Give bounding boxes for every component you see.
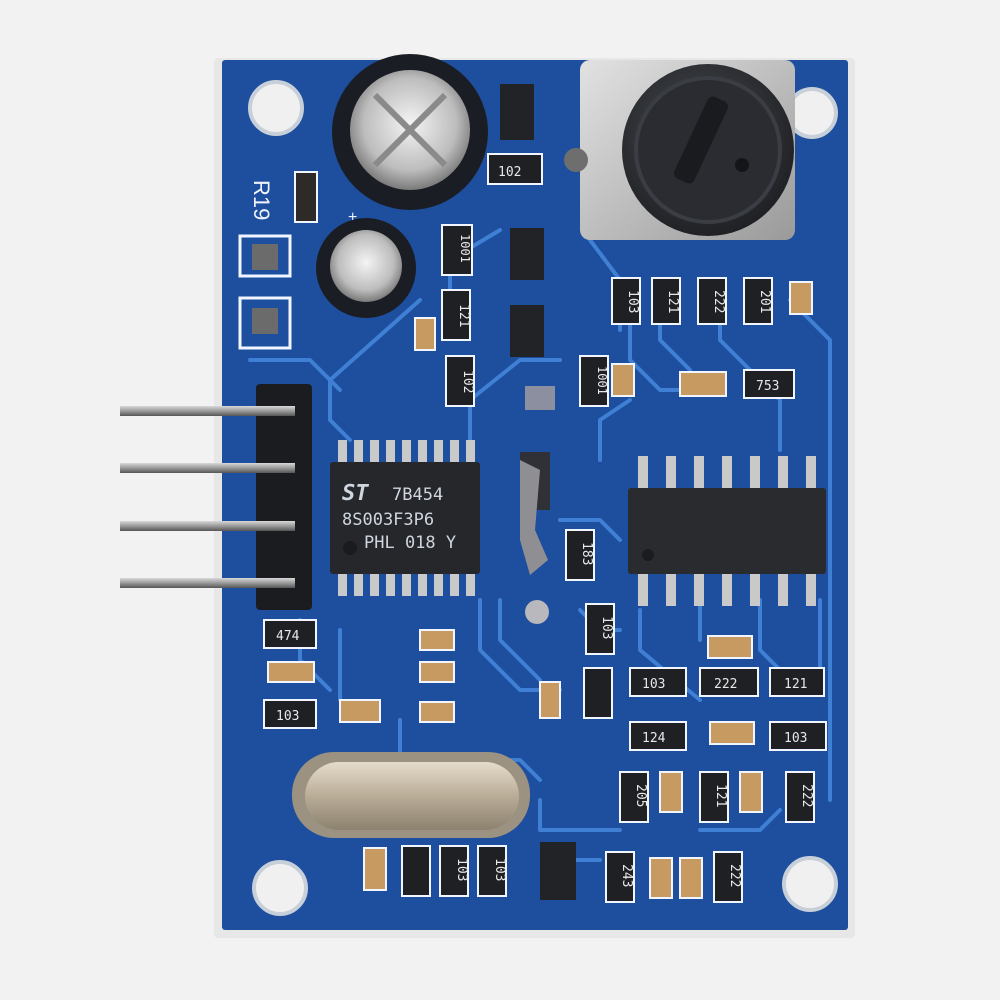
res-label: 205: [633, 784, 648, 807]
crystal-oscillator: [292, 752, 530, 838]
res-label: 474: [276, 629, 300, 644]
header-pin-4: [120, 578, 295, 588]
res-label: 103: [492, 858, 507, 881]
smd-resistors: [263, 153, 827, 903]
res-label: 243: [619, 864, 634, 887]
silkscreen: [238, 234, 292, 350]
mounting-hole-bottom-right: [782, 856, 838, 912]
opamp-chip: [628, 456, 826, 606]
res-label: 103: [784, 731, 807, 746]
header-pin-3: [120, 521, 295, 531]
potentiometer: [564, 60, 795, 240]
res-label: 102: [460, 370, 475, 393]
chip-marking-line2: 8S003F3P6: [342, 510, 434, 530]
res-label: 103: [625, 290, 640, 313]
electrolytic-capacitor-small: [316, 218, 416, 318]
res-label: 201: [757, 290, 772, 313]
res-label: 1001: [458, 234, 472, 263]
res-label: 124: [642, 731, 666, 746]
resistor-markings: 102 1001 121 102 1001 103 121 222 201 75…: [276, 165, 814, 887]
header-pin-2: [120, 463, 295, 473]
res-label: 222: [727, 864, 742, 887]
res-label: 103: [642, 677, 665, 692]
mounting-hole-top-left: [248, 80, 304, 136]
electrolytic-capacitor-large: [332, 54, 488, 210]
transistors: [500, 84, 576, 900]
res-label: 121: [713, 784, 728, 807]
chip-marking-line3: PHL 018 Y: [364, 533, 456, 553]
header-pin-1: [120, 406, 295, 416]
silk-label-r19: R19: [249, 180, 274, 220]
res-label: 121: [784, 677, 807, 692]
res-label: 1001: [595, 366, 609, 395]
solder-jumper: [520, 386, 555, 624]
mounting-hole-bottom-left: [252, 860, 308, 916]
res-label: 222: [714, 677, 737, 692]
res-label: 222: [799, 784, 814, 807]
microcontroller-chip: [330, 440, 480, 596]
polarity-plus-mark: +: [348, 209, 357, 226]
chip-marking-line1: 7B454: [392, 485, 443, 505]
res-label: 121: [665, 290, 680, 313]
res-label: 183: [579, 542, 594, 565]
res-label: 103: [599, 616, 614, 639]
res-label: 222: [711, 290, 726, 313]
solder-pads-left: [252, 171, 318, 334]
res-label: 102: [498, 165, 521, 180]
res-label: 121: [456, 304, 471, 327]
pin-header: [120, 384, 312, 610]
smd-capacitors: [267, 281, 813, 899]
res-label: 103: [276, 709, 299, 724]
res-label: 103: [454, 858, 469, 881]
mounting-hole-top-right: [786, 87, 838, 139]
chip-logo: ST: [342, 481, 369, 506]
res-label: 753: [756, 379, 779, 394]
